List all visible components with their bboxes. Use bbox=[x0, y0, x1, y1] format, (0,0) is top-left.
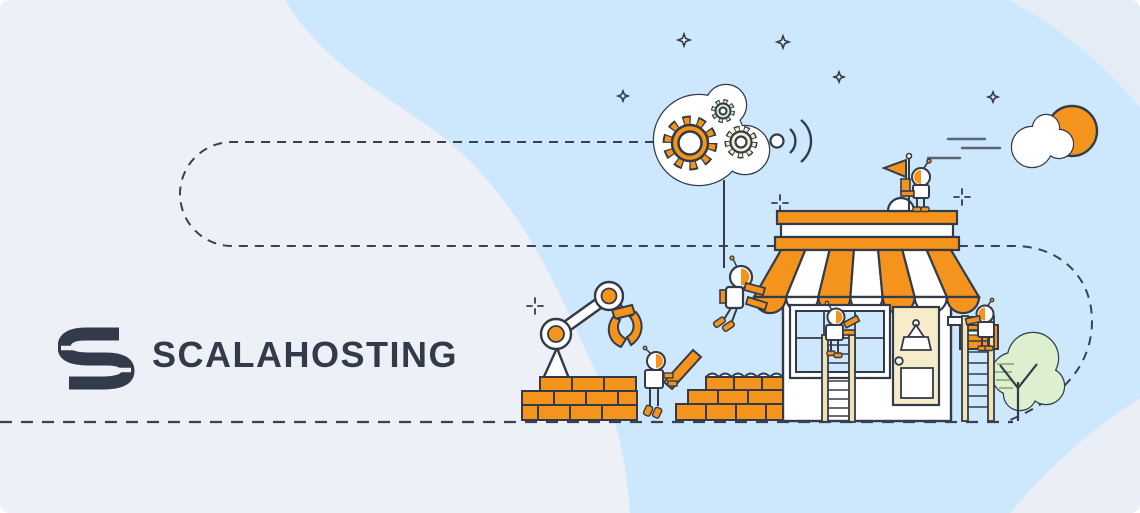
signal-waves-icon bbox=[769, 119, 813, 163]
door-sign-icon bbox=[899, 319, 933, 351]
speed-lines bbox=[926, 137, 1002, 160]
claw-gripper bbox=[607, 303, 643, 349]
sparkle-icon bbox=[831, 69, 847, 85]
plus-sparkle-icon bbox=[526, 297, 544, 315]
scalahosting-logo-mark bbox=[58, 327, 135, 390]
robot-side-worker bbox=[964, 297, 995, 352]
gear-medium-cream-icon bbox=[724, 125, 758, 159]
awning-icon bbox=[752, 248, 981, 315]
gear-large-orange-icon bbox=[662, 115, 718, 171]
brick-pile-right bbox=[675, 372, 784, 421]
robot-builder bbox=[642, 345, 703, 419]
gear-small-green-icon bbox=[711, 99, 735, 123]
brand-name: SCALAHOSTING bbox=[152, 334, 458, 375]
sparkle-icon bbox=[774, 33, 792, 51]
corner-shade-top-right bbox=[1008, 0, 1140, 108]
sun-and-cloud bbox=[926, 104, 1099, 169]
store-door bbox=[891, 305, 941, 407]
plus-sparkle-icon bbox=[771, 194, 789, 212]
tree-icon bbox=[990, 331, 1066, 421]
plus-sparkles bbox=[526, 188, 971, 315]
brick-wall-left bbox=[521, 376, 638, 421]
scalahosting-logo[interactable]: SCALAHOSTING bbox=[58, 317, 458, 393]
sparkle-icon bbox=[675, 31, 693, 49]
flag-icon bbox=[881, 158, 907, 179]
robot-flag-bearer bbox=[881, 152, 932, 213]
dashed-route-path bbox=[179, 141, 1094, 421]
store-roof bbox=[773, 209, 961, 252]
door-knob bbox=[894, 356, 904, 366]
plus-sparkle-icon bbox=[953, 188, 971, 206]
gear-cloud-icon bbox=[652, 83, 813, 268]
sparkle-icon bbox=[615, 88, 631, 104]
robot-window-cleaner bbox=[824, 300, 861, 359]
sparkle-icon bbox=[985, 89, 1001, 105]
store-window bbox=[788, 303, 892, 380]
robot-hanging bbox=[712, 255, 769, 333]
corner-shade-bottom-right bbox=[1010, 398, 1140, 513]
